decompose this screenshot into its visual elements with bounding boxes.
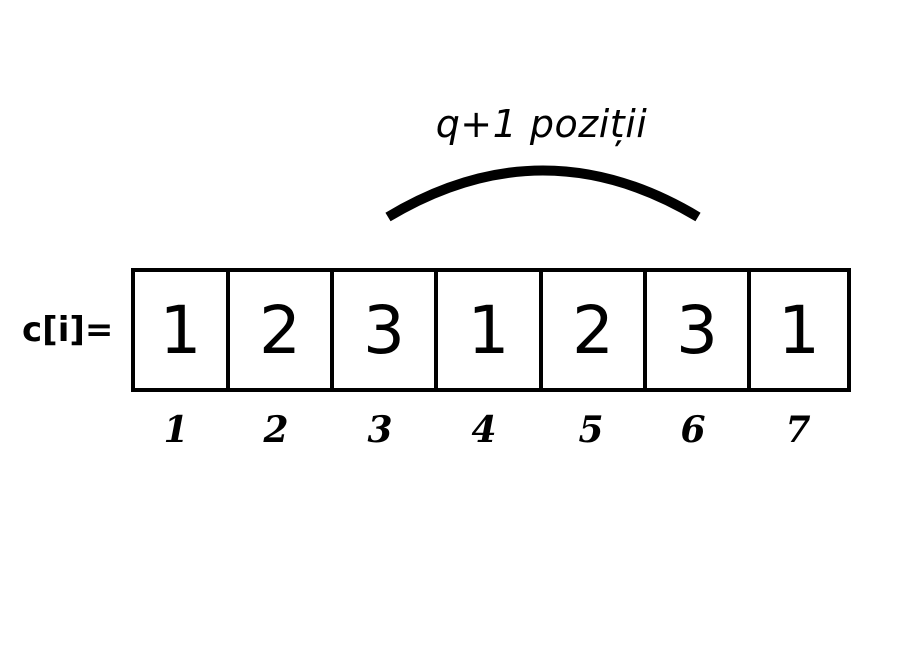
array-index: 5 <box>578 409 604 451</box>
array-cell: 3 <box>334 272 438 388</box>
span-annotation: q+1 poziții <box>0 96 919 152</box>
array-cell: 2 <box>230 272 334 388</box>
array-cell: 2 <box>543 272 647 388</box>
array-index: 3 <box>367 409 393 451</box>
array-cell: 3 <box>647 272 751 388</box>
array-cell: 1 <box>778 291 820 369</box>
array-index: 4 <box>471 409 497 451</box>
span-annotation-count: q+1 <box>435 102 518 146</box>
array-indices: 1 2 3 4 5 6 7 <box>0 404 919 456</box>
array-index: 1 <box>163 409 189 451</box>
array-index: 2 <box>263 409 289 451</box>
array-index: 7 <box>785 409 811 451</box>
span-annotation-word: poziții <box>529 102 648 146</box>
array-cell: 1 <box>135 272 230 388</box>
array-index: 6 <box>680 409 706 451</box>
array-label: c[i]= <box>22 310 114 350</box>
array-cells: 1 2 3 1 2 3 1 <box>131 268 851 392</box>
span-arc-path <box>385 165 701 222</box>
array-cell: 1 <box>438 272 543 388</box>
